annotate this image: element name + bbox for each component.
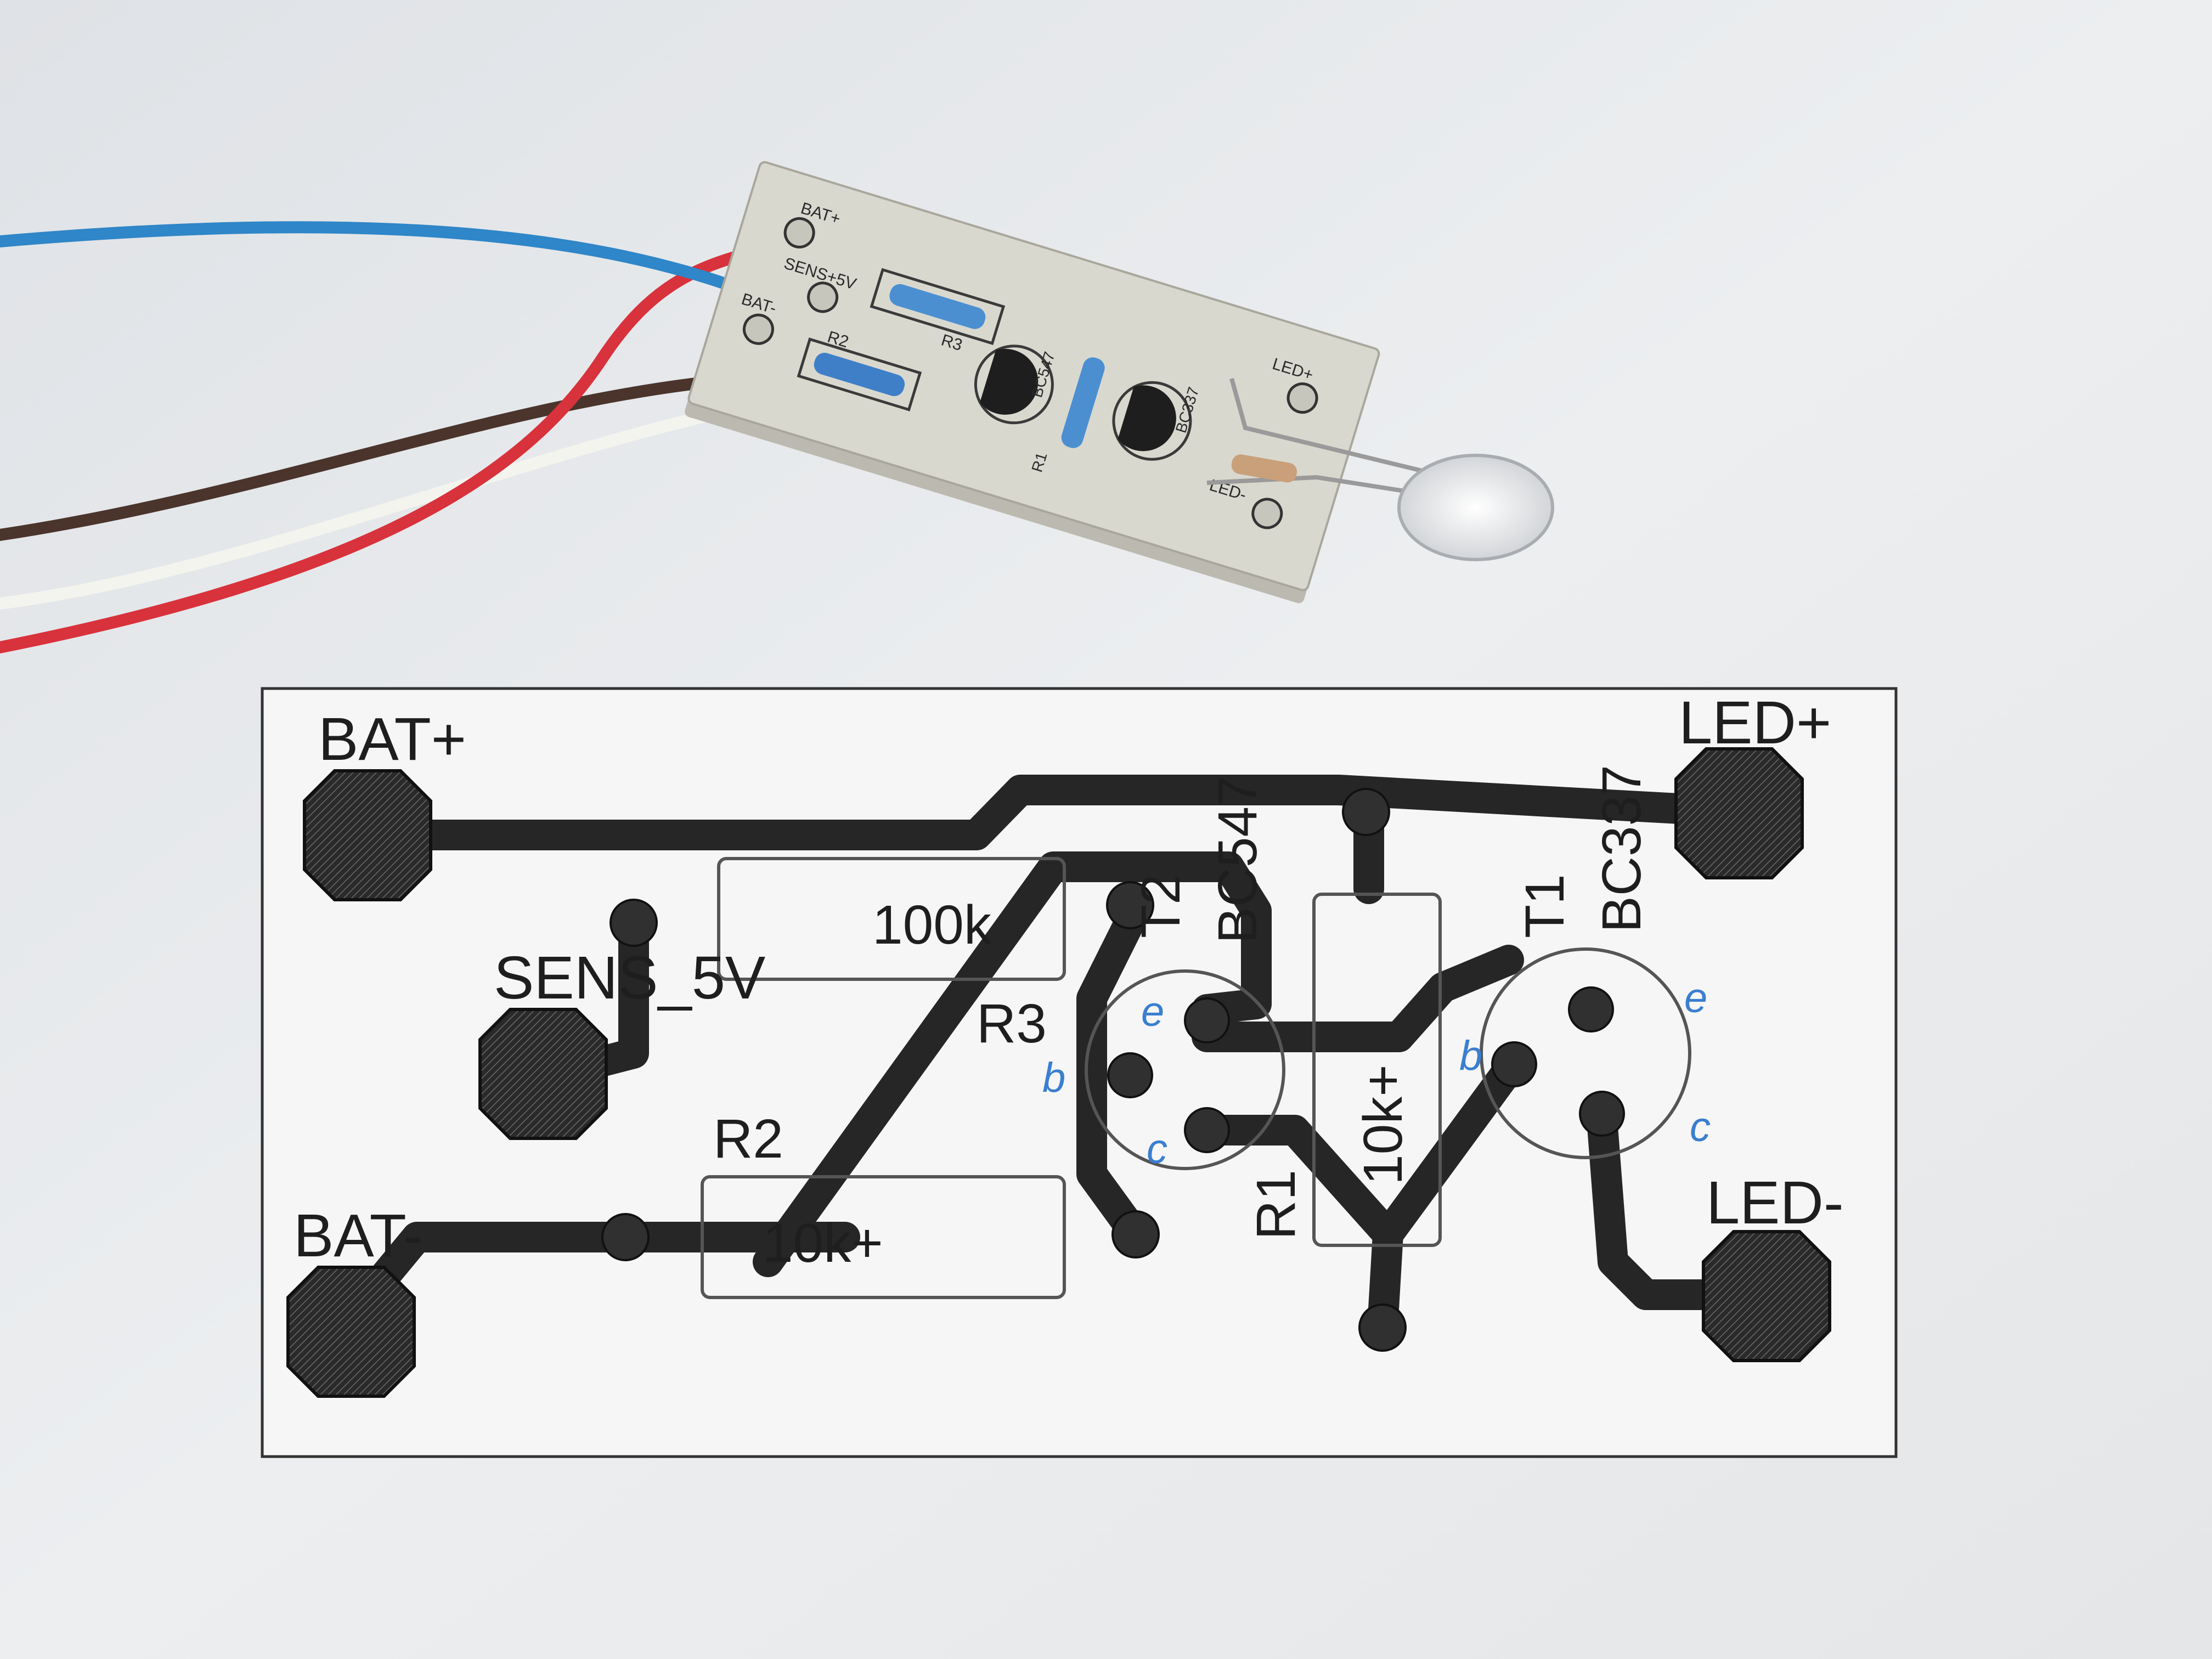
via bbox=[1491, 1041, 1537, 1087]
via bbox=[1568, 986, 1614, 1032]
r2-outline bbox=[701, 1175, 1066, 1299]
board-pad-led-plus bbox=[1286, 382, 1318, 414]
layout-r2-label: R2 bbox=[713, 1108, 783, 1170]
annotation-b-right: b bbox=[1459, 1032, 1482, 1079]
pad-bat-minus bbox=[286, 1266, 416, 1398]
layout-led-plus-label: LED+ bbox=[1679, 689, 1831, 757]
via bbox=[1184, 997, 1230, 1043]
led-body bbox=[1397, 454, 1554, 561]
annotation-b-left: b bbox=[1042, 1054, 1065, 1101]
trace-t2-col bbox=[1192, 1054, 1524, 1250]
transistor-bc337 bbox=[1118, 385, 1176, 452]
via bbox=[601, 1213, 650, 1261]
r3-outline bbox=[717, 857, 1066, 981]
wire-white bbox=[0, 411, 708, 610]
led-lead-plus bbox=[1229, 377, 1427, 474]
physical-board: BAT+ SENS+5V BAT- R2 R3 R1 BC547 BC337 L… bbox=[685, 161, 1380, 603]
led-assembly bbox=[1206, 377, 1554, 561]
pads bbox=[286, 747, 1831, 1398]
via bbox=[610, 899, 658, 947]
pad-sens bbox=[478, 1008, 608, 1140]
trace-t2-emit bbox=[1192, 945, 1524, 1052]
via bbox=[1106, 881, 1154, 929]
led-series-resistor bbox=[1231, 454, 1297, 483]
via bbox=[1107, 1052, 1153, 1098]
board-t1-outline bbox=[1112, 381, 1192, 461]
printed-layout: BAT+ SENS_5V BAT- LED+ LED- 100k R3 R2 1… bbox=[261, 687, 1898, 1458]
layout-r1-label: R1 bbox=[1245, 1170, 1307, 1240]
vias bbox=[601, 788, 1625, 1352]
annotation-e-right: e bbox=[1684, 975, 1707, 1022]
via bbox=[1111, 1210, 1160, 1259]
via bbox=[1184, 1107, 1230, 1153]
component-outlines bbox=[701, 857, 1691, 1299]
board-t2-outline bbox=[974, 345, 1054, 425]
resistor-r2 bbox=[814, 353, 905, 397]
pad-led-plus bbox=[1674, 747, 1804, 879]
trace-t1-col bbox=[1587, 1104, 1760, 1310]
board-r3-outline bbox=[870, 268, 1006, 345]
layout-bc547-label: BC547 bbox=[1207, 776, 1268, 944]
wire-red bbox=[0, 235, 812, 653]
via bbox=[1358, 1304, 1407, 1352]
annotation-c-left: c bbox=[1147, 1126, 1167, 1172]
layout-r1-value: 10k+ bbox=[1352, 1064, 1414, 1185]
board-r2-outline bbox=[797, 337, 922, 411]
trace-r3-diag bbox=[753, 851, 1272, 1277]
board-pad-led-minus bbox=[1251, 498, 1283, 529]
transistor-bc547 bbox=[979, 348, 1039, 415]
layout-bat-minus-label: BAT- bbox=[294, 1202, 423, 1269]
wire-brown bbox=[0, 373, 752, 541]
trace-t2-base bbox=[1076, 906, 1151, 1250]
annotation-e-left: e bbox=[1141, 989, 1164, 1035]
via bbox=[1342, 788, 1390, 836]
layout-led-minus-label: LED- bbox=[1706, 1169, 1844, 1237]
t2-outline bbox=[1085, 969, 1285, 1170]
board-pad-bat-minus bbox=[742, 313, 774, 345]
layout-r2-value: 10k+ bbox=[763, 1212, 883, 1274]
via bbox=[1579, 1091, 1625, 1137]
resistor-r3 bbox=[889, 284, 986, 329]
layout-r3-label: R3 bbox=[977, 993, 1047, 1054]
layout-t1-label: T1 bbox=[1514, 874, 1576, 938]
traces bbox=[336, 775, 1760, 1343]
layout-sens-label: SENS_5V bbox=[494, 944, 765, 1012]
layout-t2-label: T2 bbox=[1130, 874, 1192, 938]
annotation-c-right: c bbox=[1690, 1104, 1711, 1150]
trace-bat-plus bbox=[352, 775, 1754, 850]
board-pad-bat-plus bbox=[783, 217, 815, 249]
board-pad-sens bbox=[807, 281, 839, 313]
layout-bc337-label: BC337 bbox=[1591, 765, 1652, 933]
layout-bat-plus-label: BAT+ bbox=[318, 706, 466, 773]
t1-outline bbox=[1480, 947, 1691, 1159]
pad-led-minus bbox=[1702, 1230, 1831, 1362]
r1-outline bbox=[1312, 893, 1442, 1247]
pad-bat-plus bbox=[303, 769, 432, 901]
resistor-r1 bbox=[1061, 357, 1105, 448]
layout-r3-value: 100k bbox=[872, 894, 992, 956]
